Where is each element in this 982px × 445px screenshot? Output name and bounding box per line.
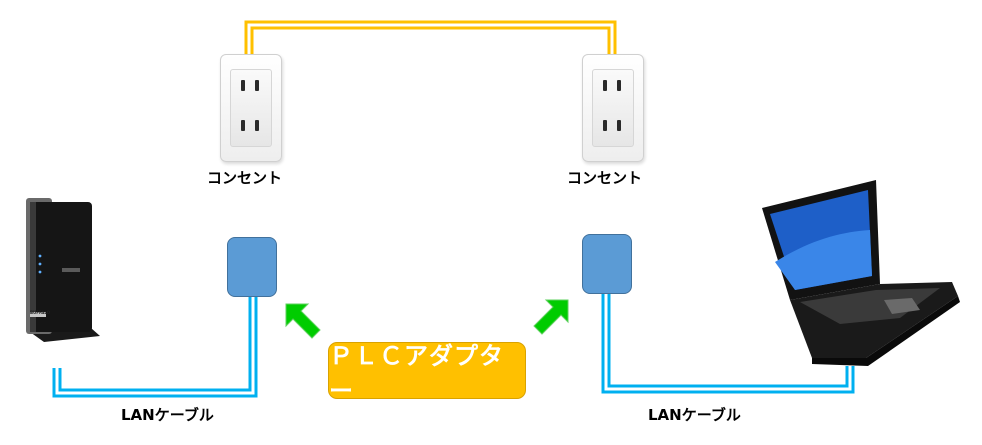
outlet-left bbox=[220, 54, 282, 162]
arrow-to-left-adapter bbox=[285, 303, 321, 339]
outlet-right bbox=[582, 54, 644, 162]
outlet-right-label: コンセント bbox=[567, 169, 643, 187]
plc-adapter-right bbox=[582, 234, 632, 294]
laptop-image bbox=[762, 180, 960, 366]
lan-cable-left-label: LANケーブル bbox=[121, 406, 214, 424]
outlet-face bbox=[592, 69, 634, 147]
power-line bbox=[244, 20, 617, 54]
plc-adapter-label: ＰＬＣアダプター bbox=[328, 342, 526, 405]
plc-adapter-left bbox=[227, 237, 277, 297]
router-image bbox=[26, 198, 100, 342]
outlet-face bbox=[230, 69, 272, 147]
lan-cable-left bbox=[52, 296, 258, 398]
arrow-to-right-adapter bbox=[533, 299, 569, 335]
lan-cable-right bbox=[601, 294, 855, 394]
outlet-left-label: コンセント bbox=[207, 169, 283, 187]
router-brand: BUFFALO bbox=[30, 310, 51, 315]
lan-cable-right-label: LANケーブル bbox=[648, 406, 741, 424]
